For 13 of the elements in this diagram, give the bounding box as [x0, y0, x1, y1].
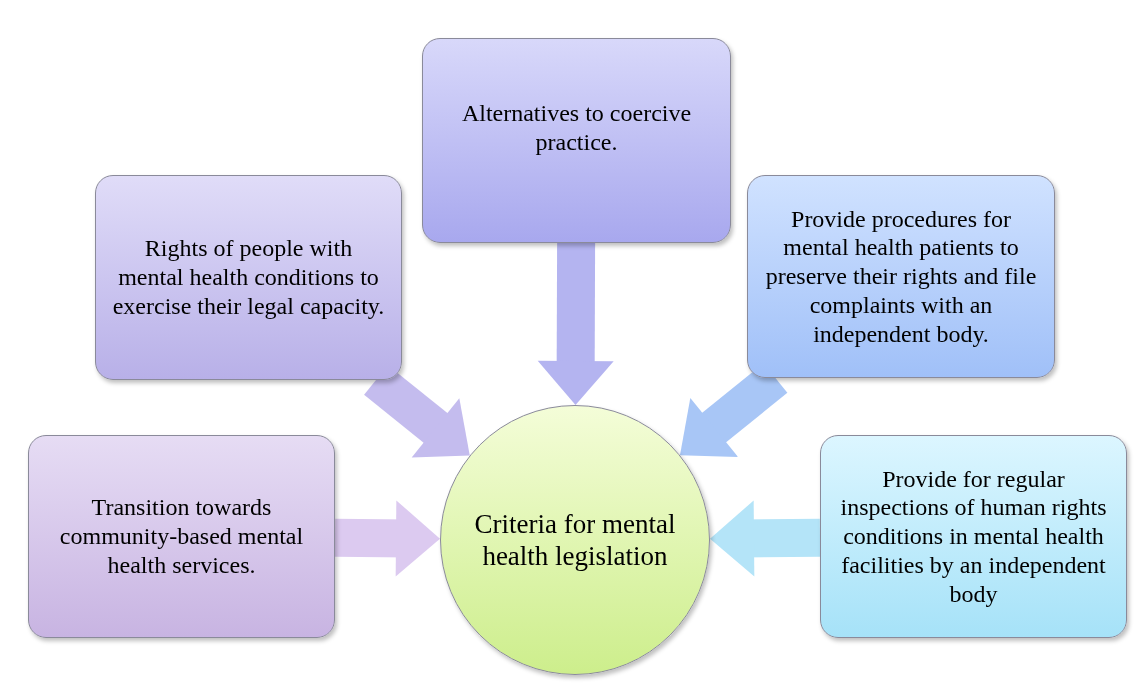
criterion-box: [95, 175, 402, 380]
block-arrow: [537, 242, 614, 405]
criterion-text: Transition towards community-based mental health services.: [58, 493, 305, 580]
circle-title: Criteria for mental health legislation: [473, 507, 677, 573]
criterion-box: [747, 175, 1055, 378]
criterion-text: Provide for regular inspections of human rights conditions in mental health facilities by an independent body: [839, 464, 1108, 609]
criterion-box: [422, 38, 731, 243]
block-arrow: [334, 500, 440, 577]
criterion-text: Provide procedures for mental health patients to preserve their rights and file complaints with an independent body.: [764, 204, 1038, 349]
criterion-text: Alternatives to coercive practice.: [460, 99, 693, 157]
criterion-box: [28, 435, 335, 638]
criterion-box: [820, 435, 1127, 638]
criterion-text: Rights of people with mental health conditions to exercise their legal capacity.: [111, 234, 386, 321]
